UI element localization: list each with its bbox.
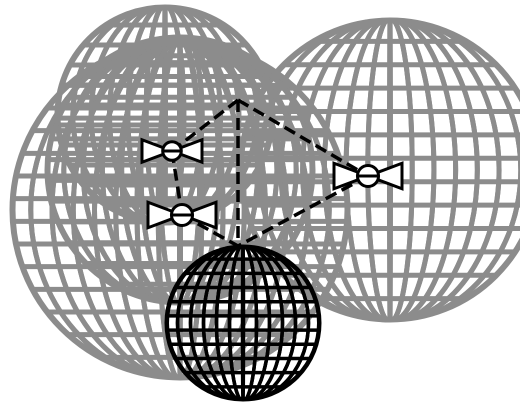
valve-upper-left-icon <box>142 140 202 163</box>
valve-right-icon <box>334 163 402 189</box>
gray-spheres-group <box>10 5 520 380</box>
valve-lower-left-icon <box>148 202 216 228</box>
meridian-line <box>243 245 244 401</box>
black-sphere-group <box>165 245 321 401</box>
black-sphere-bottom <box>165 245 321 401</box>
